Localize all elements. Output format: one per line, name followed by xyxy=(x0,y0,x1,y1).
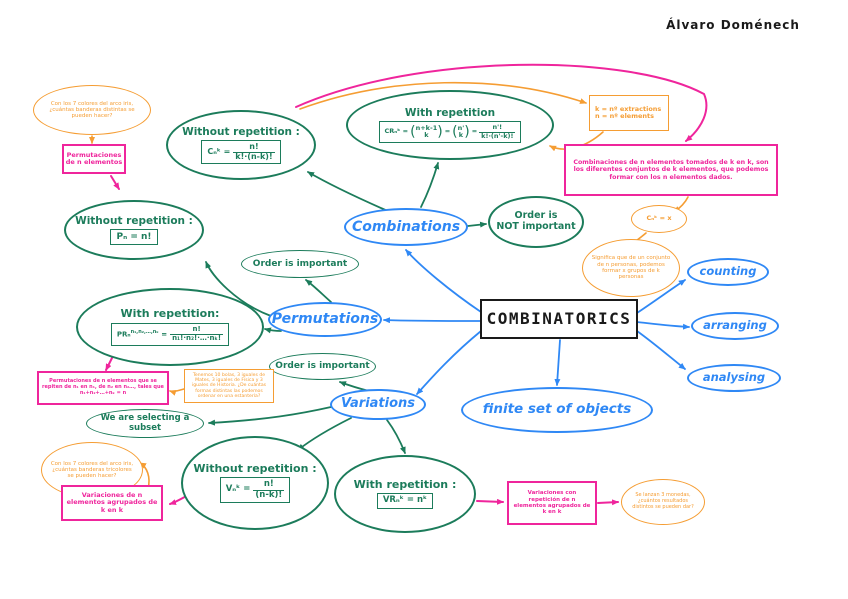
permutations-shelf-example-box: Tenemos 10 bolas, 3 iguales de Mates, 3 … xyxy=(184,369,274,403)
node-title: Without repetition : xyxy=(193,461,317,475)
definition-text: Combinaciones de n elementos tomados de … xyxy=(573,159,769,181)
note-text: Order is important xyxy=(252,258,348,269)
node-title: With repetition: xyxy=(120,307,220,321)
order-important-note-permutations: Order is important xyxy=(241,250,359,278)
formula-lhs: Vₙᵏ = xyxy=(225,484,251,495)
binomial-2: ( n' k ) xyxy=(452,124,470,140)
legend-line-2: n = nº elements xyxy=(595,112,654,120)
arranging-node: arranging xyxy=(691,312,779,340)
denominator: (n-k)! xyxy=(253,489,285,500)
equals-sign: = xyxy=(444,127,451,136)
permutations-with-repetition-node: With repetition: PRₙn₁,n₂,…,nₖ = n! n₁!·… xyxy=(76,288,264,366)
variations-without-repetition-node: Without repetition : Vₙᵏ = n! (n-k)! xyxy=(181,436,329,530)
meaning-text: Significa que de un conjunto de n person… xyxy=(591,255,671,281)
lhs-base: PRₙ xyxy=(116,330,131,339)
fraction: n'! k!·(n'-k)! xyxy=(479,123,516,140)
formula-box: Cₙᵏ = n! k!·(n-k)! xyxy=(201,139,281,165)
node-title: With repetition : xyxy=(353,477,457,491)
branch-label: Combinations xyxy=(351,218,461,235)
denominator: k!·(n'-k)! xyxy=(479,131,516,140)
counting-node: counting xyxy=(687,258,769,286)
example-formula: Cₙᵏ = x xyxy=(646,214,672,223)
finite-set-node: finite set of objects xyxy=(461,387,653,433)
combinations-definition-box: Combinaciones de n elementos tomados de … xyxy=(564,144,778,196)
note-line-2: NOT important xyxy=(496,221,576,232)
fraction: n! (n-k)! xyxy=(253,479,285,500)
leaf-label: finite set of objects xyxy=(482,401,632,418)
combinatorics-center-box: COMBINATORICS xyxy=(480,299,638,339)
binomial-1: ( n+k-1 k ) xyxy=(410,124,443,140)
denominator: n₁!·n₂!·…·nₖ! xyxy=(170,333,224,342)
subset-note: We are selecting a subset xyxy=(86,409,204,438)
numerator: n! xyxy=(249,141,259,151)
branch-label: Permutations xyxy=(271,311,379,328)
binom-bottom: k xyxy=(424,131,429,140)
combinations-without-repetition-node: Without repetition : Cₙᵏ = n! k!·(n-k)! xyxy=(166,110,316,180)
fraction: n! k!·(n-k)! xyxy=(233,141,275,162)
example-text: Tenemos 10 bolas, 3 iguales de Mates, 3 … xyxy=(191,372,267,399)
example-text: Con los 7 colores del arco iris, ¿cuánta… xyxy=(49,100,135,120)
paren-close: ) xyxy=(464,123,470,140)
definition-text: Variaciones con repetición de n elemento… xyxy=(513,490,591,516)
equals-sign: = xyxy=(471,127,478,136)
formula-lhs: Cₙᵏ = xyxy=(207,147,231,157)
node-title: With repetition xyxy=(404,106,496,119)
node-title: Without repetition : xyxy=(182,125,300,138)
definition-text: Permutaciones de n elementos que se repi… xyxy=(42,378,164,396)
combinations-with-repetition-node: With repetition CRₙᵏ = ( n+k-1 k ) = ( n… xyxy=(346,90,554,160)
leaf-label: counting xyxy=(699,264,757,279)
example-text: Con los 7 colores del arco iris, ¿cuánta… xyxy=(50,460,134,480)
analysing-node: analysing xyxy=(687,364,781,392)
numerator: n'! xyxy=(492,123,503,132)
binom-bottom: k xyxy=(458,131,464,140)
branch-label: Variations xyxy=(340,396,416,412)
kn-legend-box: k = nº extractions n = nº elements xyxy=(589,95,669,131)
variations-definition-box: Variaciones de n elementos agrupados de … xyxy=(61,485,163,521)
formula-box: VRₙᵏ = nᵏ xyxy=(376,493,434,510)
formula-lhs: CRₙᵏ = xyxy=(384,127,409,136)
author-signature: Álvaro Doménech xyxy=(666,18,800,32)
combinations-mini-example-bubble: Cₙᵏ = x xyxy=(631,205,687,233)
formula-text: Pₙ = n! xyxy=(116,231,152,242)
paren-close: ) xyxy=(437,123,443,140)
label-text: Permutaciones de n elementos xyxy=(65,150,123,166)
variations-dice-example-bubble: Se lanzan 3 monedas, ¿cuántos resultados… xyxy=(621,479,705,525)
permutations-label-box: Permutaciones de n elementos xyxy=(62,144,126,174)
formula-box: PRₙn₁,n₂,…,nₖ = n! n₁!·n₂!·…·nₖ! xyxy=(110,323,230,346)
lhs-superscript: n₁,n₂,…,nₖ xyxy=(130,329,159,336)
permutations-without-repetition-node: Without repetition : Pₙ = n! xyxy=(64,200,204,260)
combinations-meaning-bubble: Significa que de un conjunto de n person… xyxy=(582,239,680,297)
order-important-note-variations: Order is important xyxy=(269,353,376,380)
combinations-branch: Combinations xyxy=(344,208,468,246)
definition-text: Variaciones de n elementos agrupados de … xyxy=(66,490,158,514)
leaf-label: analysing xyxy=(702,370,766,385)
numerator: n! xyxy=(192,325,201,334)
note-text: We are selecting a subset xyxy=(100,412,190,433)
note-line-1: Order is xyxy=(514,210,558,222)
permutations-rainbow-example-bubble: Con los 7 colores del arco iris, ¿cuánta… xyxy=(33,85,151,135)
permutations-branch: Permutations xyxy=(268,302,382,337)
note-text: Order is important xyxy=(275,361,370,372)
variations-repetition-definition-box: Variaciones con repetición de n elemento… xyxy=(507,481,597,525)
formula-lhs: PRₙn₁,n₂,…,nₖ = xyxy=(116,329,168,339)
order-not-important-note: Order is NOT important xyxy=(488,196,584,248)
permutations-repetition-definition-box: Permutaciones de n elementos que se repi… xyxy=(37,371,169,405)
denominator: k!·(n-k)! xyxy=(233,151,275,161)
formula-box: Pₙ = n! xyxy=(110,228,158,246)
formula-text: VRₙᵏ = nᵏ xyxy=(382,495,428,506)
example-text: Se lanzan 3 monedas, ¿cuántos resultados… xyxy=(632,492,694,510)
node-title: Without repetition : xyxy=(75,214,193,227)
variations-with-repetition-node: With repetition : VRₙᵏ = nᵏ xyxy=(334,455,476,533)
formula-box: Vₙᵏ = n! (n-k)! xyxy=(219,477,291,504)
formula-box: CRₙᵏ = ( n+k-1 k ) = ( n' k ) = n'! xyxy=(378,120,522,144)
numerator: n! xyxy=(263,479,274,490)
center-title: COMBINATORICS xyxy=(486,308,632,328)
fraction: n! n₁!·n₂!·…·nₖ! xyxy=(170,325,224,342)
leaf-label: arranging xyxy=(703,318,767,333)
variations-branch: Variations xyxy=(330,389,426,420)
